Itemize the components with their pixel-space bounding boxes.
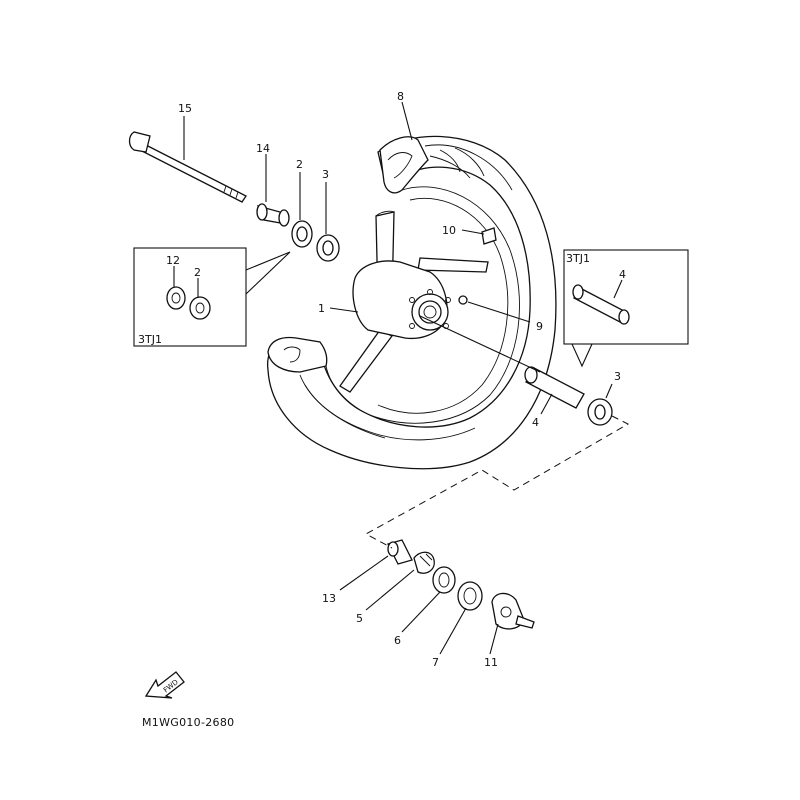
clutch-5: [413, 551, 435, 574]
inset-right: [563, 249, 689, 368]
callout-11: 11: [484, 656, 498, 669]
callout-4-inset: 4: [619, 268, 626, 281]
tyre-section-top: [379, 136, 429, 194]
drawing-code: M1WG010-2680: [142, 716, 234, 729]
tyre-section-bottom: [267, 336, 328, 373]
callout-6: 6: [394, 634, 401, 647]
inset-right-model: 3TJ1: [566, 252, 590, 265]
inset-left: [133, 247, 291, 347]
axle-group: [128, 131, 613, 426]
front-wheel: [266, 135, 557, 470]
gear-6: [432, 566, 456, 594]
inset-bearing-2: [189, 296, 211, 320]
callout-14: 14: [256, 142, 270, 155]
callout-9: 9: [536, 320, 543, 333]
inset-right-frame: [563, 249, 689, 345]
tyre: [266, 135, 557, 470]
callout-12: 12: [166, 254, 180, 267]
forward-arrow-icon: [144, 671, 185, 699]
callout-3-right: 3: [614, 370, 621, 383]
valve-10: [481, 227, 497, 245]
callout-1: 1: [318, 302, 325, 315]
callout-2: 2: [296, 158, 303, 171]
inset-left-model: 3TJ1: [138, 333, 162, 346]
callout-7: 7: [432, 656, 439, 669]
callout-13: 13: [322, 592, 336, 605]
inset-bearing-12: [166, 286, 186, 310]
spoke-lower: [339, 329, 393, 393]
leader-lines: [173, 101, 623, 655]
spoke-right: [417, 257, 489, 273]
forward-arrow: FWD: [144, 671, 185, 699]
callout-2-inset: 2: [194, 266, 201, 279]
callout-5: 5: [356, 612, 363, 625]
axle: [135, 141, 247, 203]
seal-7: [457, 581, 483, 611]
callout-3: 3: [322, 168, 329, 181]
axle-head: [128, 131, 151, 153]
callout-8: 8: [397, 90, 404, 103]
callout-labels: 15 14 2 3 8 10 1 9 4 3 4 12 2 13 5 6 7 1…: [138, 90, 626, 669]
callout-4: 4: [532, 416, 539, 429]
speedometer-drive-group: [387, 539, 535, 630]
bolt-9: [458, 295, 468, 305]
callout-15: 15: [178, 102, 192, 115]
assembly-line: [364, 415, 630, 549]
callout-10: 10: [442, 224, 456, 237]
inset-left-frame: [133, 247, 247, 347]
